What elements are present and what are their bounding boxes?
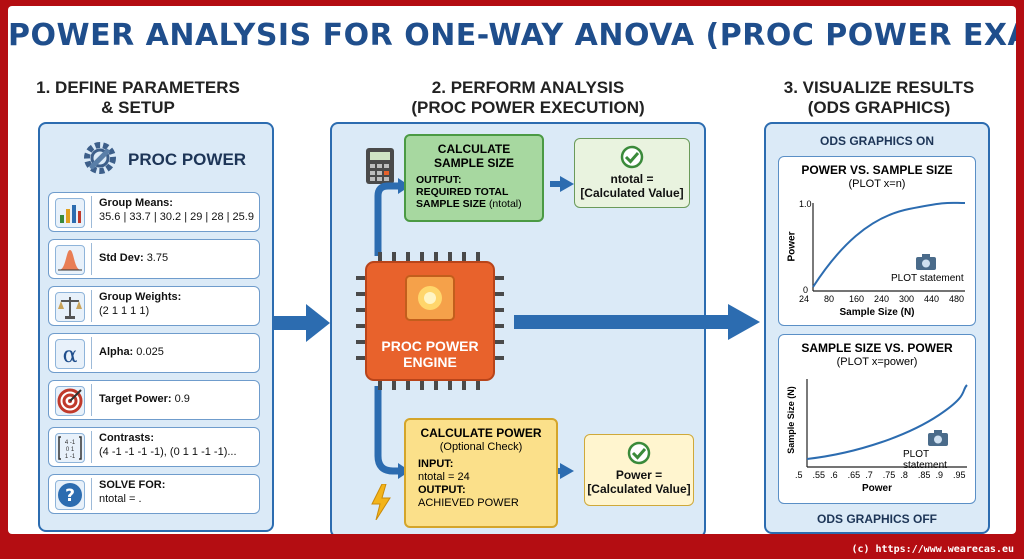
power-curve-chart [812, 201, 966, 292]
param-label: Contrasts: [99, 432, 155, 444]
x-tick-label: 440 [924, 294, 940, 304]
x-tick-label: 80 [824, 294, 835, 304]
power-result: Power = [Calculated Value] [584, 434, 694, 506]
question-icon: ? [55, 480, 85, 510]
x-tick-label: .65 [847, 470, 861, 480]
x-tick-label: .5 [795, 470, 803, 480]
balance-scale-icon [55, 292, 85, 322]
param-card: α Alpha: 0.025 [48, 333, 260, 373]
param-value: (2 1 1 1 1) [99, 305, 150, 317]
x-tick-label: 240 [874, 294, 890, 304]
arrow-define-to-perform [272, 304, 330, 342]
x-tick-label: 24 [799, 294, 810, 304]
x-tick-label: .75 [882, 470, 896, 480]
param-card: Target Power: 0.9 [48, 380, 260, 420]
param-value: 0.9 [174, 393, 190, 405]
calculate-power-box: CALCULATE POWER (Optional Check) INPUT: … [404, 418, 558, 528]
x-tick-label: 480 [949, 294, 965, 304]
alpha-icon: α [55, 339, 85, 369]
section-title-visualize: 3. VISUALIZE RESULTS (ODS GRAPHICS) [783, 78, 975, 117]
sample-size-curve-chart [806, 379, 968, 468]
param-label: Alpha: [99, 346, 134, 358]
plot2-x-ticks: .5 .55 .6 .65 .7 .75 .8 .85 .9 .95 [795, 470, 971, 482]
x-tick-label: .55 [812, 470, 826, 480]
section-title-define: 1. DEFINE PARAMETERS & SETUP [36, 78, 240, 117]
x-tick-label: 300 [899, 294, 915, 304]
svg-text:4 -1: 4 -1 [65, 440, 76, 446]
check-icon [627, 441, 651, 465]
plot-power-vs-sample-size: POWER VS. SAMPLE SIZE (PLOT x=n) 1.0 0 P… [778, 156, 976, 326]
check-icon [620, 145, 644, 169]
bar-chart-icon [55, 198, 85, 228]
gear-wrench-icon [80, 138, 120, 178]
x-tick-label: .9 [935, 470, 943, 480]
camera-icon [916, 254, 936, 270]
param-card: Std Dev: 3.75 [48, 239, 260, 279]
ods-graphics-off: ODS GRAPHICS OFF [816, 512, 937, 526]
x-tick-label: .8 [900, 470, 908, 480]
calculate-sample-size-box: CALCULATE SAMPLE SIZE OUTPUT: REQUIRED T… [404, 134, 544, 222]
x-tick-label: .6 [830, 470, 838, 480]
target-icon [55, 386, 85, 416]
param-value: 35.6 | 33.7 | 30.2 | 29 | 28 | 25.9 [99, 211, 254, 223]
param-label: Group Weights: [99, 291, 182, 303]
bell-curve-icon [55, 245, 85, 275]
param-value: 3.75 [146, 252, 169, 264]
section-title-perform: 2. PERFORM ANALYSIS (PROC POWER EXECUTIO… [411, 78, 645, 117]
svg-text:1 -1: 1 -1 [65, 454, 76, 460]
param-label: Std Dev: [99, 252, 144, 264]
arrow-perform-to-visualize [514, 304, 760, 340]
param-label: SOLVE FOR: [99, 479, 166, 491]
param-card: Group Means: 35.6 | 33.7 | 30.2 | 29 | 28… [48, 192, 260, 232]
param-card: Group Weights: (2 1 1 1 1) [48, 286, 260, 326]
param-label: Group Means: [99, 197, 173, 209]
x-tick-label: .95 [953, 470, 966, 480]
param-value: ntotal = . [99, 493, 142, 505]
infographic-frame: POWER ANALYSIS FOR ONE-WAY ANOVA (PROC P… [8, 6, 1016, 534]
visualize-panel: ODS GRAPHICS ON POWER VS. SAMPLE SIZE (P… [764, 122, 990, 534]
camera-icon [928, 430, 948, 446]
param-value: (4 -1 -1 -1 -1), (0 1 1 -1 -1)... [99, 446, 237, 458]
copyright-footer: (c) https://www.wearecas.eu [851, 544, 1014, 555]
svg-text:?: ? [65, 486, 75, 506]
param-value: 0.025 [136, 346, 164, 358]
lightning-icon [371, 484, 391, 520]
proc-power-engine: PROC POWER ENGINE [356, 252, 504, 390]
x-tick-label: .85 [917, 470, 931, 480]
param-label: Target Power: [99, 393, 172, 405]
sample-size-result: ntotal = [Calculated Value] [574, 138, 690, 208]
x-tick-label: .7 [865, 470, 873, 480]
plot-sample-size-vs-power: SAMPLE SIZE VS. POWER (PLOT x=power) Sam… [778, 334, 976, 504]
define-panel: PROC POWER Group Means: 35.6 | 33.7 | 30.… [38, 122, 274, 532]
plot1-x-ticks: 24 80 160 240 300 440 480 [799, 294, 973, 306]
x-tick-label: 160 [849, 294, 865, 304]
calculator-icon [366, 148, 394, 184]
proc-power-header: PROC POWER [128, 150, 247, 169]
ods-graphics-on: ODS GRAPHICS ON [819, 134, 934, 148]
param-card: ? SOLVE FOR: ntotal = . [48, 474, 260, 514]
page-title: POWER ANALYSIS FOR ONE-WAY ANOVA (PROC P… [8, 18, 1016, 53]
svg-text:0 1: 0 1 [66, 447, 75, 453]
svg-text:α: α [63, 343, 78, 368]
